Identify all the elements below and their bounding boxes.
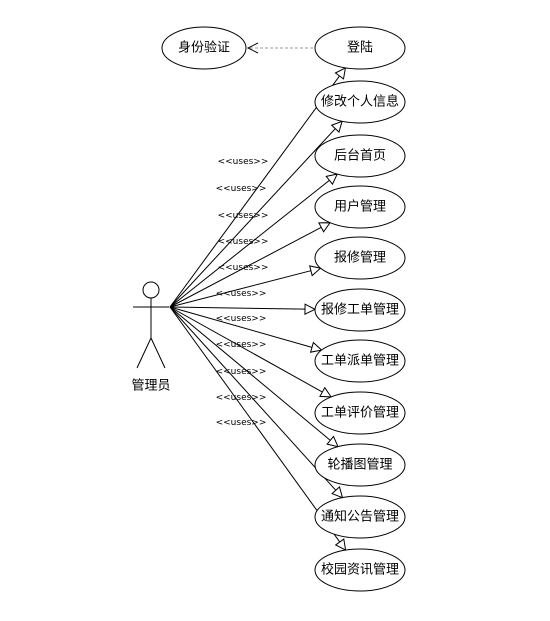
- use-case-ellipse: [314, 80, 406, 124]
- uses-stereotype-label: <<uses>>: [216, 314, 267, 324]
- association-line-6: [169, 306, 322, 350]
- uses-stereotype-label: <<uses>>: [216, 289, 267, 299]
- association-line-8: [169, 306, 338, 447]
- association-line-5: [169, 307, 315, 309]
- use-case-label: 报修工单管理: [321, 303, 399, 318]
- association-line-1: [169, 121, 342, 308]
- use-case-7[interactable]: 工单评价管理: [314, 391, 406, 435]
- use-case-label: 登陆: [347, 40, 373, 56]
- use-case-label: 校园资讯管理: [321, 562, 399, 578]
- use-case-label: 后台首页: [334, 149, 386, 164]
- use-case-1[interactable]: 修改个人信息: [314, 80, 406, 124]
- use-case-ellipse: [314, 288, 406, 332]
- association-line-9: [169, 306, 343, 498]
- use-case-label: 工单评价管理: [321, 406, 399, 421]
- uses-stereotype-label: <<uses>>: [216, 340, 267, 350]
- uses-stereotype-label: <<uses>>: [218, 237, 269, 247]
- use-case-ellipse: [314, 495, 406, 539]
- use-case-8[interactable]: 轮播图管理: [314, 443, 406, 487]
- actor-head: [142, 281, 160, 299]
- actor-label: 管理员: [131, 379, 170, 394]
- use-case-9[interactable]: 通知公告管理: [314, 495, 406, 539]
- use-case-label: 通知公告管理: [321, 509, 399, 525]
- include-use-case[interactable]: 身份验证: [161, 26, 247, 70]
- use-case-10[interactable]: 校园资讯管理: [314, 548, 406, 592]
- use-case-ellipse: [314, 548, 406, 592]
- use-case-layer: 登陆修改个人信息后台首页用户管理报修管理报修工单管理工单派单管理工单评价管理轮播…: [314, 26, 406, 592]
- use-case-3[interactable]: 用户管理: [314, 185, 406, 229]
- include-use-case-label: 身份验证: [178, 40, 230, 56]
- use-case-ellipse: [314, 26, 406, 70]
- association-layer: <<uses>> <<uses>> <<uses>> <<uses>> <<uses>>…: [169, 68, 346, 550]
- use-case-label: 报修管理: [334, 251, 386, 266]
- association-line-2: [169, 174, 337, 308]
- use-case-6[interactable]: 工单派单管理: [314, 339, 406, 383]
- use-case-ellipse: [314, 443, 406, 487]
- use-case-ellipse: [314, 134, 406, 178]
- association-line-10: [169, 306, 346, 550]
- include-relation-arrowhead: [246, 42, 259, 54]
- association-line-7: [169, 306, 331, 397]
- uses-stereotype-label: <<uses>>: [216, 393, 267, 403]
- association-line-3: [169, 223, 330, 308]
- actor-figure[interactable]: 管理员: [131, 281, 171, 394]
- uses-stereotype-label: <<uses>>: [216, 367, 267, 377]
- uses-stereotype-label: <<uses>>: [218, 211, 269, 221]
- use-case-label: 工单派单管理: [321, 354, 399, 369]
- uses-stereotype-label: <<uses>>: [216, 418, 267, 428]
- uses-stereotype-label: <<uses>>: [218, 263, 269, 273]
- uses-stereotype-label: <<uses>>: [216, 184, 267, 194]
- actor-right-leg: [150, 337, 166, 369]
- use-case-5[interactable]: 报修工单管理: [314, 288, 406, 332]
- actor-left-leg: [136, 337, 152, 369]
- use-case-label: 用户管理: [334, 199, 386, 215]
- uses-stereotype-label: <<uses>>: [218, 157, 269, 167]
- association-line-4: [169, 268, 321, 308]
- use-case-0[interactable]: 登陆: [314, 26, 406, 70]
- use-case-label: 修改个人信息: [321, 94, 399, 110]
- use-case-label: 轮播图管理: [327, 458, 392, 473]
- use-case-ellipse: [314, 236, 406, 280]
- use-case-ellipse: [314, 185, 406, 229]
- use-case-4[interactable]: 报修管理: [314, 236, 406, 280]
- include-use-case-ellipse: [161, 26, 247, 70]
- use-case-2[interactable]: 后台首页: [314, 134, 406, 178]
- use-case-ellipse: [314, 391, 406, 435]
- use-case-ellipse: [314, 339, 406, 383]
